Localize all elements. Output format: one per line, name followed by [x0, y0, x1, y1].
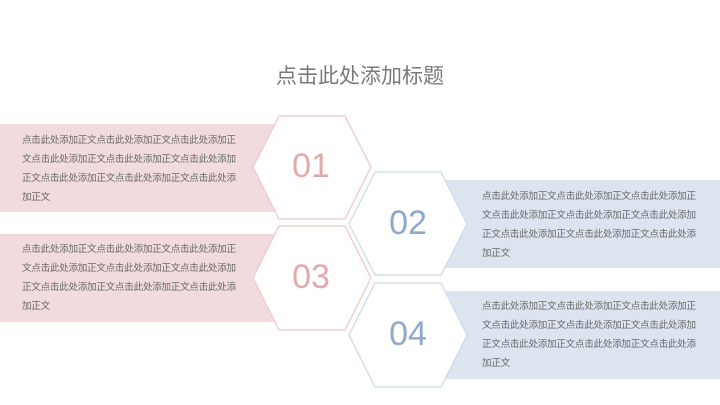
body-text-04[interactable]: 点击此处添加正文点击此处添加正文点击此处添加正文点击此处添加正文点击此处添加正文… [482, 301, 696, 369]
number-01: 01 [292, 147, 330, 185]
hexagon-02 [348, 171, 468, 276]
slide-title[interactable]: 点击此处添加标题 [276, 64, 444, 88]
hexagon-03 [252, 225, 372, 331]
band-02 [435, 180, 720, 268]
hexagon-04 [348, 282, 468, 388]
body-text-01[interactable]: 点击此处添加正文点击此处添加正文点击此处添加正文点击此处添加正文点击此处添加正文… [22, 135, 236, 203]
band-03 [0, 234, 285, 322]
body-text-02[interactable]: 点击此处添加正文点击此处添加正文点击此处添加正文点击此处添加正文点击此处添加正文… [482, 191, 696, 259]
body-text-03[interactable]: 点击此处添加正文点击此处添加正文点击此处添加正文点击此处添加正文点击此处添加正文… [22, 244, 236, 312]
band-04 [435, 291, 720, 379]
number-02: 02 [389, 204, 427, 242]
number-03: 03 [292, 258, 330, 296]
hexagon-01 [252, 115, 372, 220]
number-04: 04 [389, 315, 427, 353]
band-01 [0, 124, 285, 212]
